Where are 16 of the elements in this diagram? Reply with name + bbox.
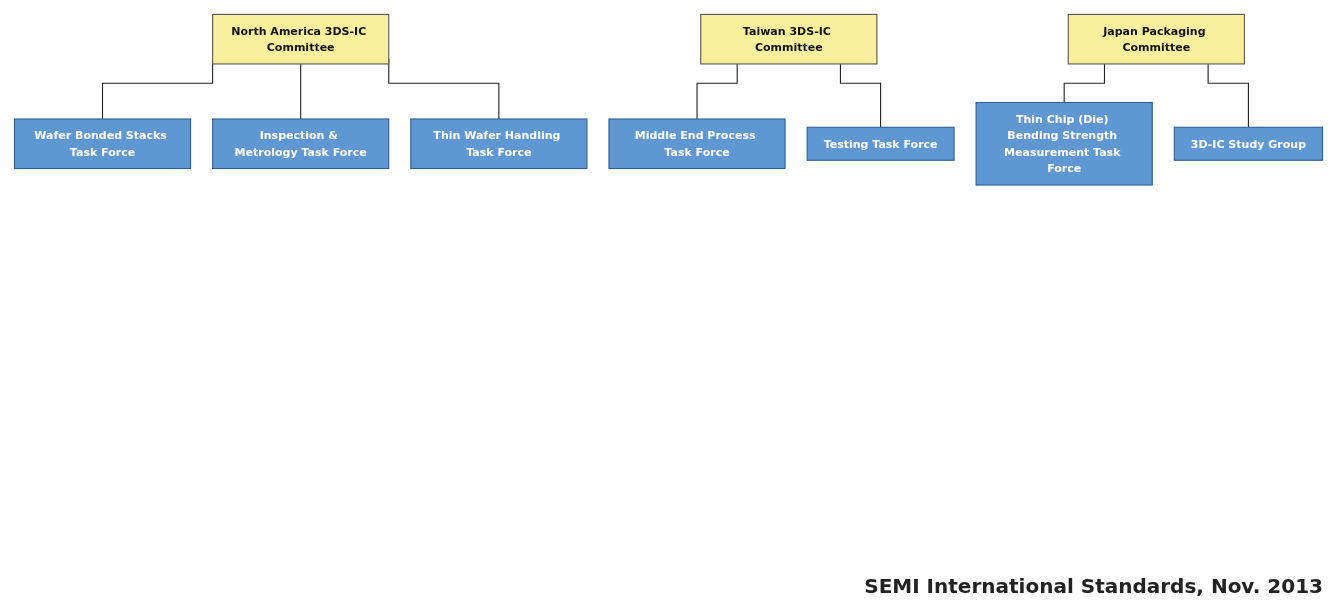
node-box: Thin Wafer Handling Task Force [410,118,588,170]
node-box: Inspection & Metrology Task Force [212,118,390,170]
connector [300,63,302,120]
node-box: Middle End Process Task Force [608,118,786,170]
node-box: North America 3DS-IC Committee [212,13,390,65]
node-box: Wafer Bonded Stacks Task Force [13,118,192,170]
connector [1207,63,1249,128]
node-box: Japan Packaging Committee [1067,13,1245,65]
node-box: Taiwan 3DS-IC Committee [700,13,878,65]
connector [839,63,882,128]
connector [696,63,738,120]
node-box: 3D-IC Study Group [1173,126,1324,161]
source-caption: SEMI International Standards, Nov. 2013 [864,574,1323,598]
node-box: Thin Chip (Die) Bending Strength Measurement Task Force [975,101,1153,186]
connector [1063,63,1106,104]
node-box: Testing Task Force [806,126,955,161]
